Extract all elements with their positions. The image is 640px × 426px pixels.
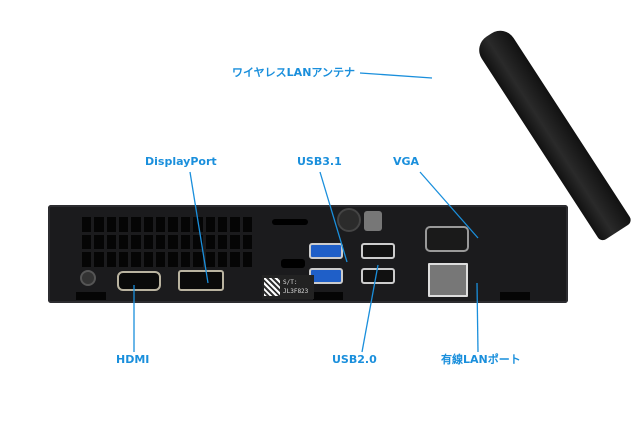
- latch: [364, 211, 382, 231]
- chassis-foot: [500, 292, 530, 300]
- callout-line-lan: [476, 282, 479, 353]
- label-usb31: USB3.1: [297, 155, 342, 168]
- vga-port: [425, 226, 469, 252]
- callout-line-usb31: [319, 171, 348, 263]
- label-wireless-lan-antenna: ワイヤレスLANアンテナ: [232, 66, 355, 79]
- callout-line-usb20: [361, 264, 379, 353]
- chassis-foot: [313, 292, 343, 300]
- label-displayport: DisplayPort: [145, 155, 217, 168]
- usb20-port-top: [361, 243, 395, 259]
- thumb-screw: [337, 208, 361, 232]
- label-vga: VGA: [393, 155, 420, 168]
- service-tag-code: JL3F823: [283, 288, 309, 295]
- callout-line-vga: [419, 171, 479, 239]
- usb20-port-bottom: [361, 268, 395, 284]
- chassis-foot: [76, 292, 106, 300]
- qr-code: [264, 278, 280, 296]
- service-tag-prefix: S/T:: [283, 279, 298, 286]
- label-hdmi: HDMI: [116, 353, 150, 366]
- lock-slot: [281, 259, 305, 268]
- callout-line-displayport: [189, 171, 209, 284]
- ethernet-port: [428, 263, 468, 297]
- callout-line-antenna: [359, 72, 433, 79]
- hdmi-port: [117, 271, 161, 291]
- label-usb20: USB2.0: [332, 353, 377, 366]
- usb31-port-top: [309, 243, 343, 259]
- power-jack: [80, 270, 96, 286]
- sd-slot: [272, 219, 308, 225]
- ventilation-grille: [82, 217, 252, 267]
- displayport-port: [178, 270, 224, 291]
- label-wired-lan-port: 有線LANポート: [441, 353, 521, 366]
- service-tag-sticker: S/T: JL3F823: [262, 275, 314, 299]
